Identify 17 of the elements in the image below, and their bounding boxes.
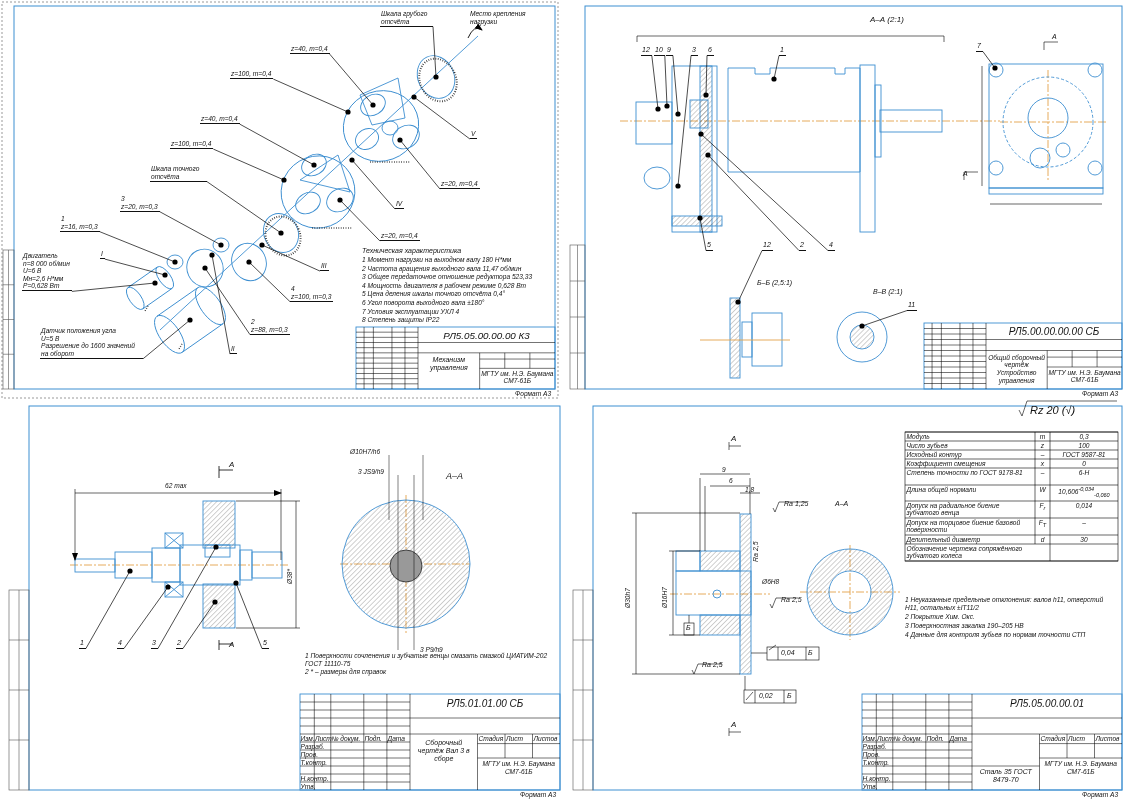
section-mark: А [731, 434, 737, 444]
callout-label [120, 195, 160, 212]
section-mark: А [229, 460, 235, 470]
section-mark: А [229, 640, 235, 650]
callout-label [40, 327, 143, 359]
title-block-text: РЛ5.05.00.00.00 К3 [442, 329, 531, 341]
section-title: А–А (2:1) [870, 15, 904, 25]
callout-label [60, 215, 100, 232]
title-block-text: РЛ5.01.01.00 СБ [445, 698, 525, 710]
title-block-text: РЛ5.00.00.00.00 СБ [1007, 325, 1101, 338]
callout-label [22, 252, 72, 292]
callout-label [250, 318, 290, 335]
section-mark: А [731, 720, 737, 730]
roughness-value: Rz 20 (√) [1030, 404, 1076, 417]
title-block-text: РЛ5.05.00.00.01 [1009, 698, 1085, 710]
section-title: А–А [446, 471, 463, 482]
callout-label [290, 285, 334, 302]
